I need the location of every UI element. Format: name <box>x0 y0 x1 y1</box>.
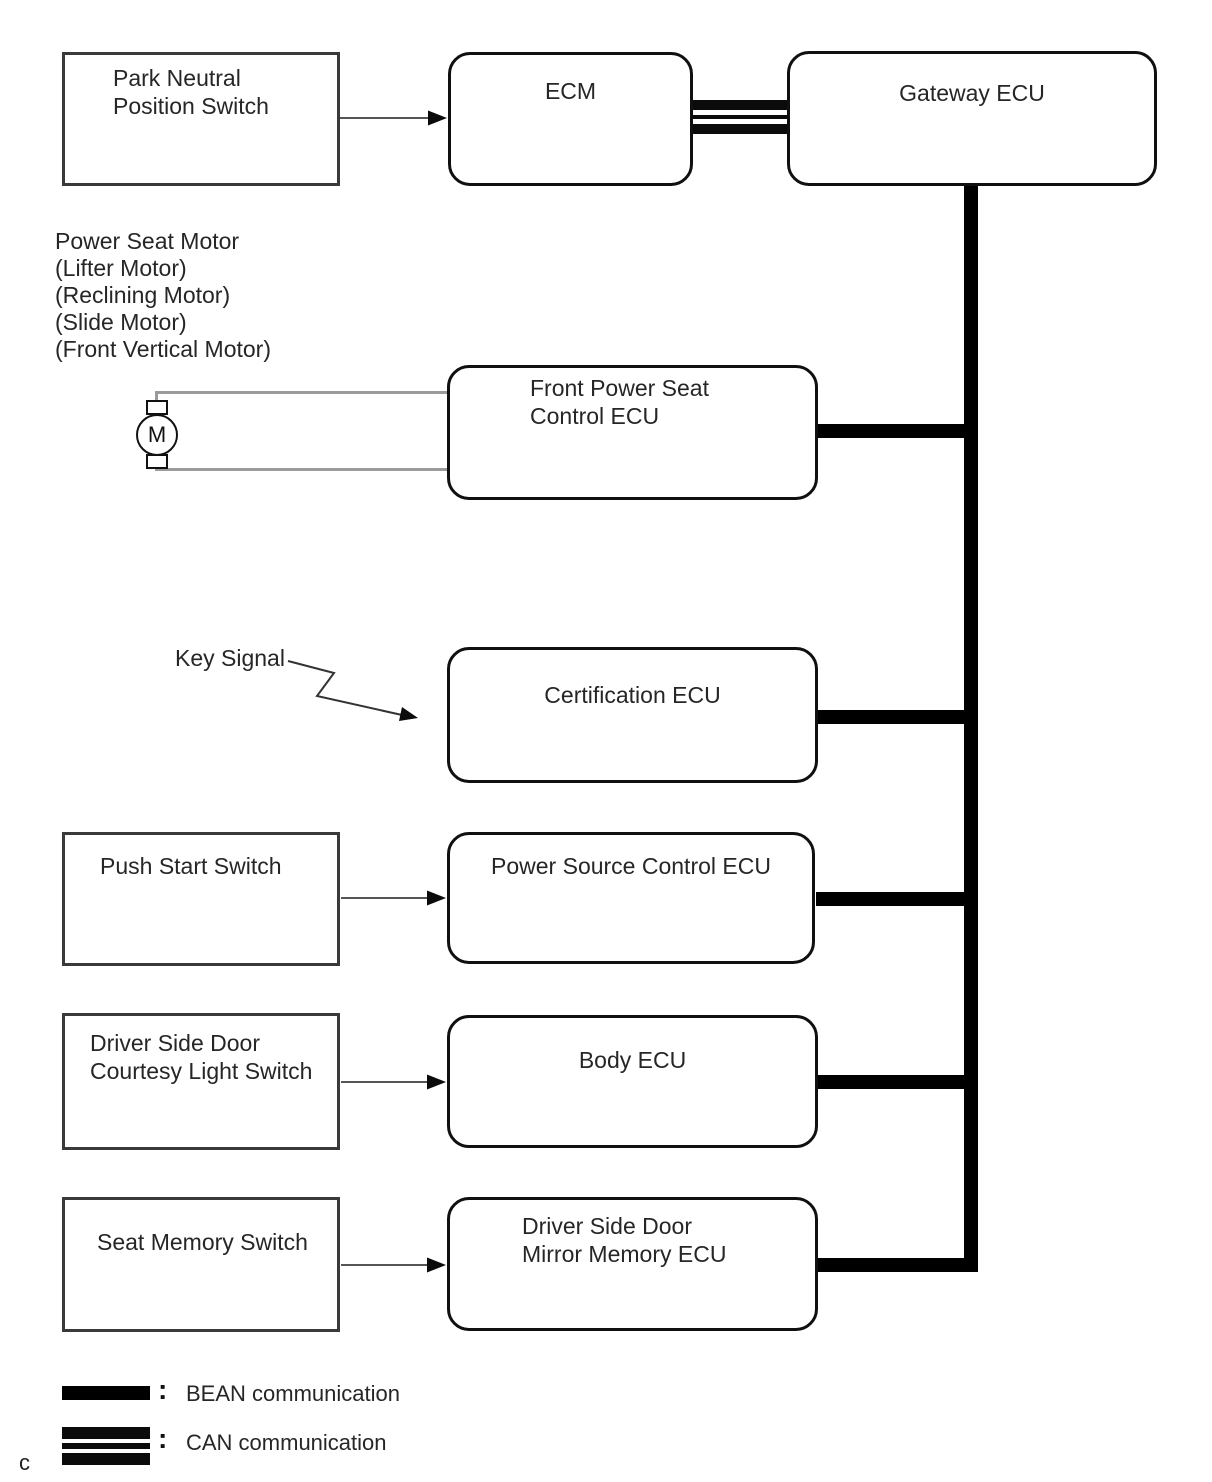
motor-wire-bottom <box>155 468 447 471</box>
note-line: Power Seat Motor <box>55 228 240 254</box>
motor-terminal-bottom <box>146 454 168 469</box>
arrow-courtesy-to-body <box>341 1074 446 1090</box>
legend-can-bar-middle <box>62 1443 150 1449</box>
arrowhead <box>427 890 446 906</box>
node-label-line: Front Power Seat <box>530 375 709 401</box>
node-label: Certification ECU <box>544 682 721 708</box>
node-driver-side-door-mirror-memory-ecu: Driver Side Door Mirror Memory ECU <box>447 1197 818 1331</box>
node-push-start-switch: Push Start Switch <box>62 832 340 966</box>
page-mark: c <box>19 1450 30 1475</box>
key-signal-arrow <box>287 660 418 721</box>
key-signal-label: Key Signal <box>175 645 285 671</box>
node-front-power-seat-control-ecu: Front Power Seat Control ECU <box>447 365 818 500</box>
node-seat-memory-switch: Seat Memory Switch <box>62 1197 340 1332</box>
legend-can-label: CAN communication <box>186 1430 387 1455</box>
node-label: Power Source Control ECU <box>491 853 771 879</box>
node-label-line: Position Switch <box>113 93 269 119</box>
node-body-ecu: Body ECU <box>447 1015 818 1148</box>
legend-bean-swatch <box>62 1386 150 1400</box>
legend-bean-label: BEAN communication <box>186 1381 400 1406</box>
motor-terminal-top <box>146 400 168 415</box>
arrow-park-to-ecm <box>340 110 447 126</box>
bean-connector-body <box>816 1075 978 1089</box>
node-label-line: Control ECU <box>530 403 660 429</box>
motor-circle: M <box>136 414 178 456</box>
bean-connector-mirror-memory <box>816 1258 978 1272</box>
motor-letter: M <box>147 422 167 447</box>
node-label-line: Courtesy Light Switch <box>90 1058 313 1084</box>
node-label: Gateway ECU <box>899 80 1045 106</box>
arrowhead <box>427 1257 446 1273</box>
node-label-line: Driver Side Door <box>90 1030 260 1056</box>
arrowhead <box>428 110 447 126</box>
arrowhead <box>399 707 418 721</box>
bean-connector-certification <box>816 710 978 724</box>
node-label-line: Driver Side Door <box>522 1213 692 1239</box>
legend-bean-separator: : <box>158 1374 168 1405</box>
node-label-line: Seat Memory Switch <box>97 1229 308 1255</box>
bean-bus-line <box>964 183 978 1272</box>
node-label-line: Park Neutral <box>113 65 241 91</box>
motor-wire-top-stub <box>155 391 158 402</box>
power-seat-motor-note: Power Seat Motor (Lifter Motor) (Reclini… <box>55 228 271 363</box>
legend-can-bar-top <box>62 1427 150 1439</box>
can-link-bar-middle <box>693 115 787 119</box>
bean-connector-front-power-seat <box>816 424 978 438</box>
legend-can-bar-bottom <box>62 1453 150 1465</box>
node-ecm: ECM <box>448 52 693 186</box>
node-driver-side-door-courtesy-light-switch: Driver Side Door Courtesy Light Switch <box>62 1013 340 1150</box>
motor-wire-top <box>155 391 447 394</box>
can-link-bar-top <box>693 100 787 110</box>
node-label-line: Mirror Memory ECU <box>522 1241 727 1267</box>
can-link-bar-bottom <box>693 124 787 134</box>
node-power-source-control-ecu: Power Source Control ECU <box>447 832 815 964</box>
node-label: Body ECU <box>578 1047 687 1073</box>
note-line: (Front Vertical Motor) <box>55 336 271 362</box>
note-line: (Slide Motor) <box>55 309 187 335</box>
arrow-push-start-to-power-source <box>341 890 446 906</box>
bean-connector-power-source <box>816 892 978 906</box>
note-line: (Reclining Motor) <box>55 282 231 308</box>
node-gateway-ecu: Gateway ECU <box>787 51 1157 186</box>
note-line: (Lifter Motor) <box>55 255 187 281</box>
node-park-neutral-position-switch: Park Neutral Position Switch <box>62 52 340 186</box>
legend-can-separator: : <box>158 1423 168 1454</box>
arrow-seat-memory-to-mirror <box>341 1257 446 1273</box>
node-label: ECM <box>544 78 597 104</box>
node-label-line: Push Start Switch <box>100 853 282 879</box>
node-certification-ecu: Certification ECU <box>447 647 818 783</box>
arrowhead <box>427 1074 446 1090</box>
